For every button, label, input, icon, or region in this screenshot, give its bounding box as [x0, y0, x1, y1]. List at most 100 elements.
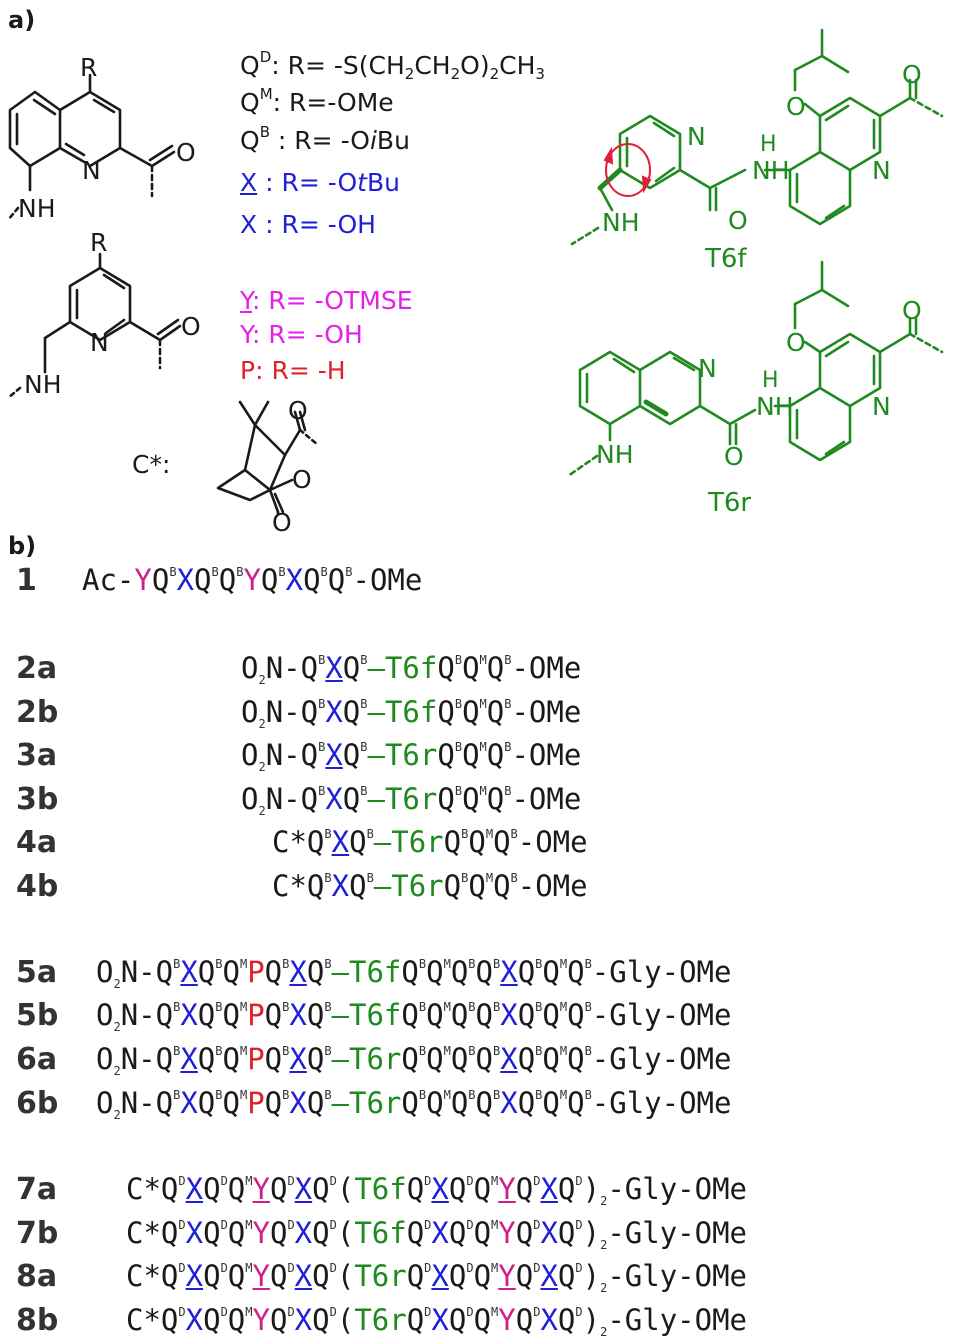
residue-1-8: X	[285, 563, 304, 597]
residue-4a-5: T6r	[391, 825, 444, 859]
atom-nh-t6f: NH	[602, 208, 640, 237]
residue-sup-8a-3: D	[220, 1261, 228, 1275]
residue-sup-6a-13: M	[443, 1044, 451, 1058]
residue-sup-5a-13: M	[443, 957, 451, 971]
residue-7b-3: Q	[203, 1216, 221, 1250]
residue-8a-8: Q	[312, 1259, 330, 1293]
residue-7a-19: )	[582, 1172, 601, 1206]
residue-7b-12: X	[431, 1216, 449, 1250]
residue-8b-2: X	[185, 1303, 204, 1337]
legend-q-3-ital: t	[357, 168, 367, 197]
residue-8a-1: Q	[160, 1259, 179, 1293]
residue-sup-4a-6: B	[461, 827, 469, 841]
legend-q-3-symbol: X	[240, 168, 258, 197]
residue-6b-4: Q	[197, 1086, 216, 1120]
residue-sup-7a-3: D	[220, 1174, 228, 1188]
residue-sup-5b-19: B	[584, 1000, 592, 1014]
residue-sub-2b-0: 2	[258, 717, 266, 731]
legend-q-0-m: CH	[414, 51, 451, 80]
residue-sup-7b-18: D	[575, 1218, 583, 1232]
residue-2b-10: -OMe	[511, 695, 582, 729]
residue-3b-5: –	[367, 782, 385, 816]
atom-h-t6f-amide: H	[760, 132, 777, 157]
residue-7a-16: Q	[515, 1172, 534, 1206]
residue-1-6: Y	[243, 563, 261, 597]
residue-7a-5: Y	[252, 1172, 270, 1206]
residue-4a-7: Q	[468, 825, 486, 859]
residue-3a-9: Q	[486, 738, 505, 772]
residue-7a-20: -Gly-OMe	[607, 1172, 748, 1206]
residue-8b-19: )	[582, 1303, 601, 1337]
residue-sup-6b-9: B	[324, 1088, 332, 1102]
residue-8a-13: Q	[448, 1259, 467, 1293]
residue-7a-3: Q	[203, 1172, 221, 1206]
legend-q-2-symbol: Q	[240, 126, 260, 155]
legend-q-0-sup: D	[259, 48, 272, 66]
residue-7b-19: )	[582, 1216, 601, 1250]
panel-b-label: b)	[8, 532, 37, 560]
residue-sup-6a-9: B	[324, 1044, 332, 1058]
residue-sup-7a-11: D	[424, 1174, 432, 1188]
residue-5b-9: Q	[306, 998, 325, 1032]
residue-sup-5a-2: B	[173, 957, 181, 971]
residue-7b-18: Q	[557, 1216, 576, 1250]
residue-sup-4b-1: B	[324, 871, 332, 885]
residue-5b-17: Q	[517, 998, 536, 1032]
compound-id-2b: 2b	[16, 695, 59, 730]
residue-7a-1: Q	[160, 1172, 179, 1206]
residue-sup-3a-2: B	[318, 740, 326, 754]
residue-8b-6: Q	[269, 1303, 288, 1337]
compound-sequence-4a: C*QBXQB–T6rQBQMQB-OMe	[272, 828, 588, 857]
residue-5a-14: Q	[450, 955, 469, 989]
residue-sup-3b-4: B	[360, 784, 368, 798]
residue-5a-6: P	[247, 955, 265, 989]
residue-sup-4b-3: B	[366, 871, 374, 885]
residue-sup-1-10: B	[345, 565, 353, 579]
residue-2b-4: Q	[342, 695, 361, 729]
residue-sup-3a-7: B	[454, 740, 463, 754]
residue-sup-6b-4: B	[215, 1088, 223, 1102]
residue-5a-7: Q	[264, 955, 283, 989]
residue-sup-8b-14: M	[491, 1305, 499, 1319]
residue-7a-11: Q	[406, 1172, 425, 1206]
legend-q-1-sup: M	[259, 85, 273, 103]
compound-id-7a: 7a	[16, 1172, 58, 1207]
legend-q-0-e: O)	[460, 51, 490, 80]
compound-id-1: 1	[16, 563, 37, 598]
residue-sub-7a-19: 2	[600, 1194, 608, 1208]
residue-sup-5b-2: B	[173, 1000, 181, 1014]
legend-q-0-s1: 2	[404, 65, 415, 83]
residue-8a-7: X	[294, 1259, 313, 1293]
residue-7b-16: Q	[515, 1216, 534, 1250]
residue-5a-13: Q	[426, 955, 444, 989]
residue-6a-9: Q	[306, 1042, 325, 1076]
compound-sequence-7a: C*QDXQDQMYQDXQD(T6fQDXQDQMYQDXQD)2-Gly-O…	[126, 1172, 748, 1208]
atom-o-quinoline: O	[176, 138, 196, 167]
legend-q-0-symbol: Q	[240, 51, 260, 80]
residue-sup-8b-16: D	[533, 1305, 541, 1319]
residue-6b-1: N-	[120, 1086, 156, 1120]
residue-8a-18: Q	[557, 1259, 576, 1293]
residue-8b-13: Q	[448, 1303, 467, 1337]
residue-8b-20: -Gly-OMe	[607, 1303, 748, 1337]
residue-2b-3: X	[325, 695, 343, 729]
residue-sup-2a-4: B	[360, 653, 368, 667]
residue-sub-8a-19: 2	[600, 1281, 608, 1295]
residue-4a-2: X	[331, 825, 350, 859]
residue-sup-5b-17: B	[535, 1000, 543, 1014]
compound-sequence-7b: C*QDXQDQMYQDXQD(T6fQDXQDQMYQDXQD)2-Gly-O…	[126, 1216, 747, 1252]
residue-2b-1: N-	[265, 695, 301, 729]
residue-sup-8a-18: D	[575, 1261, 583, 1275]
residue-sub-3a-0: 2	[258, 760, 266, 774]
residue-sup-2b-7: B	[454, 697, 463, 711]
residue-sup-6b-5: M	[239, 1088, 248, 1102]
residue-6a-14: Q	[450, 1042, 469, 1076]
residue-sup-6b-15: B	[492, 1088, 501, 1102]
residue-sup-5a-5: M	[239, 957, 248, 971]
residue-6a-16: X	[500, 1042, 518, 1076]
residue-sup-6a-7: B	[282, 1044, 290, 1058]
residue-2b-8: Q	[462, 695, 480, 729]
residue-8a-4: Q	[227, 1259, 246, 1293]
residue-sup-6a-15: B	[492, 1044, 501, 1058]
residue-sup-7a-1: D	[178, 1174, 186, 1188]
